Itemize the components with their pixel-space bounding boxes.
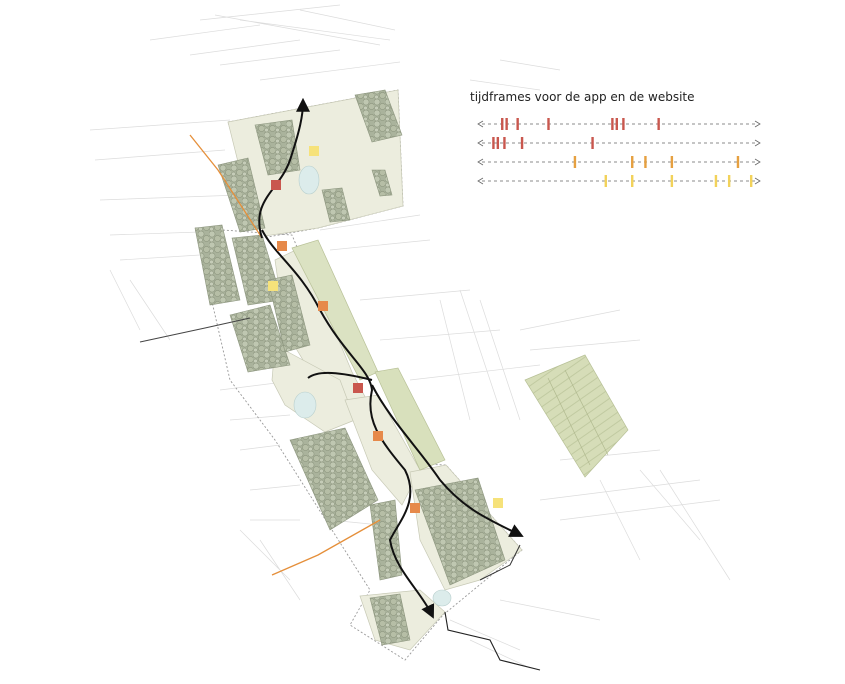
marker-orange-4 [410,503,420,513]
legend-mark [736,156,740,168]
legend-row-arrowhead [477,158,484,166]
legend-mark [670,156,674,168]
context-parcels [89,4,731,669]
legend-mark [622,118,625,130]
forest-blocks [194,89,506,646]
legend-mark [657,118,660,130]
legend-mark [611,118,614,130]
marker-orange-1 [277,241,287,251]
route-arrows [258,97,524,619]
legend-mark [727,175,731,187]
activity-markers [268,146,503,513]
legend-mark [547,118,550,130]
meadow-strips [291,239,629,478]
legend-mark [631,156,634,168]
south-edge-line [479,544,521,581]
legend-mark [496,137,500,149]
legend-timeframes [477,118,761,187]
legend-mark [503,137,506,149]
marker-orange-3 [373,431,383,441]
legend-mark [604,175,607,187]
legend-row-3 [477,156,761,168]
legend-mark [516,118,519,130]
legend-mark [749,175,753,187]
legend-mark [670,175,674,187]
legend-title: tijdframes voor de app en de website [470,90,695,104]
marker-yellow-2 [268,281,278,291]
southern-road [271,519,381,576]
marker-yellow-1 [309,146,319,156]
marker-orange-2 [318,301,328,311]
legend-row-2 [477,137,761,149]
legend-row-arrowhead [754,139,761,147]
legend-mark [505,118,508,130]
legend-mark [501,118,504,130]
legend-row-arrowhead [754,177,761,185]
legend-mark [714,175,718,187]
legend-mark [644,156,647,168]
south-stream [444,611,541,671]
legend-mark [492,137,495,149]
marker-red-1 [271,180,281,190]
marker-red-2 [353,383,363,393]
legend-mark [615,118,618,130]
legend-row-1 [477,118,761,130]
legend-row-4 [477,175,761,187]
legend-row-arrowhead [754,158,761,166]
legend-row-arrowhead [477,177,484,185]
legend-row-arrowhead [477,120,484,128]
legend-mark [520,137,524,149]
legend-row-arrowhead [477,139,484,147]
ponds [293,165,452,607]
legend-mark [631,175,634,187]
west-access-road [139,317,251,343]
legend-mark [591,137,594,149]
legend-mark [573,156,577,168]
main-road [189,134,263,239]
marker-yellow-3 [493,498,503,508]
legend-row-arrowhead [754,120,761,128]
